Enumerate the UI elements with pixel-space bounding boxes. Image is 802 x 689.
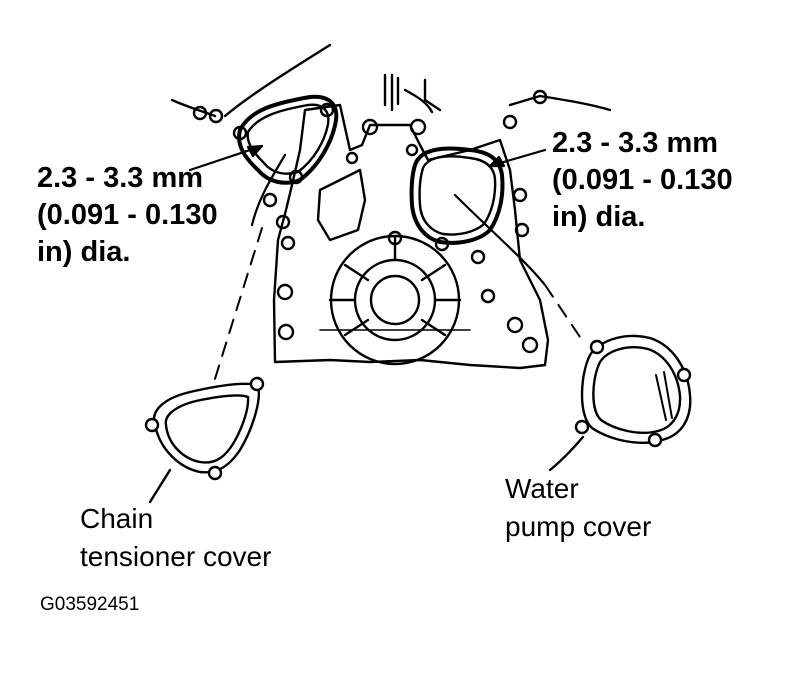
water-pump-line-2: pump cover xyxy=(505,511,652,542)
exploded-leader-lines xyxy=(213,227,583,383)
left-spec-line-2: (0.091 - 0.130 xyxy=(37,199,218,231)
chain-tensioner-line-2: tensioner cover xyxy=(80,541,272,572)
chain-tensioner-line-1: Chain xyxy=(80,503,154,534)
chain-tensioner-cover-gasket xyxy=(144,376,265,504)
right-spec-line-1: 2.3 - 3.3 mm xyxy=(552,127,719,159)
chain-tensioner-gasket-installed xyxy=(237,94,339,185)
timing-cover-body xyxy=(272,103,550,370)
right-spec-line-2: (0.091 - 0.130 xyxy=(552,164,733,196)
callout-arrows xyxy=(188,144,547,287)
water-pump-cover-gasket xyxy=(548,334,692,472)
water-pump-line-1: Water xyxy=(505,473,579,504)
left-spec-line-1: 2.3 - 3.3 mm xyxy=(37,162,204,194)
bolt-holes xyxy=(192,89,548,354)
crankshaft-hub xyxy=(319,234,471,366)
figure-code: G03592451 xyxy=(40,594,140,615)
timing-cover-inner xyxy=(316,168,367,242)
left-gasket-bead-spec: 2.3 - 3.3 mm (0.091 - 0.130 in) dia. xyxy=(37,160,218,271)
chain-tensioner-cover-label: Chain tensioner cover xyxy=(80,500,271,576)
right-spec-line-3: in) dia. xyxy=(552,201,646,233)
water-pump-cover-label: Water pump cover xyxy=(505,470,651,546)
engine-block-outline xyxy=(170,43,612,118)
right-gasket-bead-spec: 2.3 - 3.3 mm (0.091 - 0.130 in) dia. xyxy=(552,125,733,236)
left-spec-line-3: in) dia. xyxy=(37,236,131,268)
